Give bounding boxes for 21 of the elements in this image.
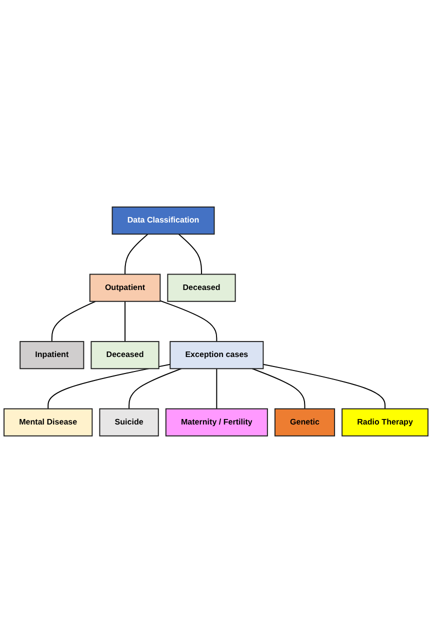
node-box: Deceased bbox=[90, 341, 160, 370]
connector bbox=[252, 368, 306, 409]
node-box: Inpatient bbox=[20, 341, 84, 370]
connector bbox=[124, 301, 126, 342]
connector bbox=[48, 364, 170, 409]
node-box: Maternity / Fertility bbox=[165, 408, 268, 436]
node-box: Mental Disease bbox=[4, 408, 93, 436]
node-box: Radio Therapy bbox=[342, 408, 428, 436]
node-box: Data Classification bbox=[112, 206, 215, 235]
connector bbox=[263, 364, 386, 409]
node-box: Exception cases bbox=[170, 341, 264, 370]
connector bbox=[128, 368, 182, 409]
node-box: Genetic bbox=[274, 408, 336, 436]
connector bbox=[178, 234, 202, 274]
connector bbox=[160, 300, 218, 342]
node-box: Suicide bbox=[99, 408, 159, 436]
node-box: Outpatient bbox=[89, 274, 161, 302]
connector bbox=[124, 234, 148, 274]
connector bbox=[51, 300, 96, 342]
node-box: Deceased bbox=[167, 274, 236, 302]
connector bbox=[216, 368, 218, 409]
